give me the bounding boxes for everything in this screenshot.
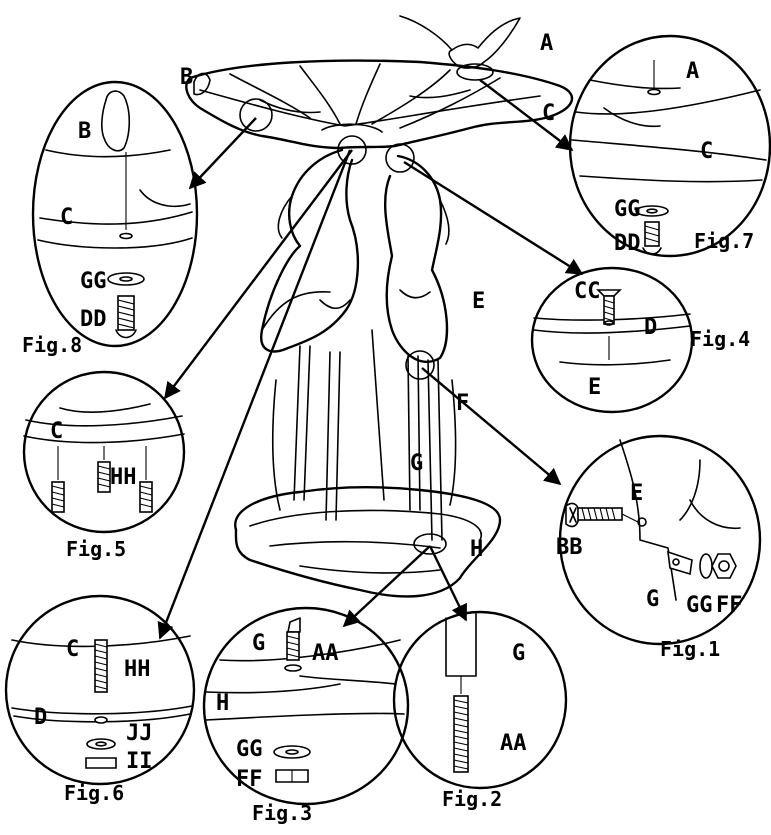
bowl-c <box>185 15 574 150</box>
label-a: A <box>540 31 553 56</box>
fig5-caption: Fig.5 <box>66 537 126 561</box>
fig6-label-ii: II <box>126 749 153 774</box>
fig3-label-aa: AA <box>312 641 339 666</box>
fig1-detail: E BB G GG FF Fig.1 <box>556 434 762 661</box>
fig4-label-cc: CC <box>574 279 601 304</box>
fig2-caption: Fig.2 <box>442 787 502 811</box>
fig7-label-dd: DD <box>614 231 641 256</box>
fig5-label-c: C <box>50 419 63 444</box>
fig1-caption: Fig.1 <box>660 637 720 661</box>
fig3-label-ff: FF <box>236 767 263 792</box>
fig8-label-dd: DD <box>80 307 107 332</box>
fig4-detail: CC D E Fig.4 <box>530 266 750 414</box>
fig6-label-c: C <box>66 637 79 662</box>
fig6-detail: C HH D JJ II Fig.6 <box>4 594 196 805</box>
fig3-detail: G AA H GG FF Fig.3 <box>202 606 410 825</box>
fig4-label-e: E <box>588 375 601 400</box>
base-h <box>234 486 502 598</box>
fig5-label-hh: HH <box>110 465 137 490</box>
main-birdbath-drawing: A B C E F G H <box>180 15 574 598</box>
label-h: H <box>470 537 483 562</box>
fig7-detail: A C GG DD Fig.7 <box>568 34 771 258</box>
fig7-label-c: C <box>700 139 713 164</box>
fig4-label-d: D <box>644 315 657 340</box>
fig3-label-g: G <box>252 631 265 656</box>
fig1-label-gg: GG <box>686 593 713 618</box>
fig1-label-ff: FF <box>716 593 743 618</box>
fig8-caption: Fig.8 <box>22 333 82 357</box>
fig3-caption: Fig.3 <box>252 801 312 825</box>
fig2-detail: G AA Fig.2 <box>392 610 568 811</box>
fig6-label-d: D <box>34 705 47 730</box>
callout-arrows <box>157 79 584 640</box>
label-c: C <box>542 101 555 126</box>
fig2-label-aa: AA <box>500 731 527 756</box>
fig7-label-a: A <box>686 59 699 84</box>
label-e: E <box>472 289 485 314</box>
fig6-label-hh: HH <box>124 657 151 682</box>
label-b: B <box>180 65 193 90</box>
fig2-label-g: G <box>512 641 525 666</box>
heron-figures-e <box>260 135 457 541</box>
fig6-caption: Fig.6 <box>64 781 124 805</box>
fig8-label-b: B <box>78 119 91 144</box>
fig8-label-gg: GG <box>80 269 107 294</box>
label-g: G <box>410 451 423 476</box>
fig7-label-gg: GG <box>614 197 641 222</box>
fig1-label-bb: BB <box>556 535 583 560</box>
fig4-caption: Fig.4 <box>690 327 750 351</box>
fig7-caption: Fig.7 <box>694 229 754 253</box>
fig3-label-h: H <box>216 691 229 716</box>
fig8-label-c: C <box>60 205 73 230</box>
fig1-label-e: E <box>630 481 643 506</box>
fig1-label-g: G <box>646 587 659 612</box>
fig5-detail: C HH Fig.5 <box>22 370 186 561</box>
fig6-label-jj: JJ <box>126 721 153 746</box>
fig3-label-gg: GG <box>236 737 263 762</box>
fig8-detail: B C GG DD Fig.8 <box>22 80 199 357</box>
